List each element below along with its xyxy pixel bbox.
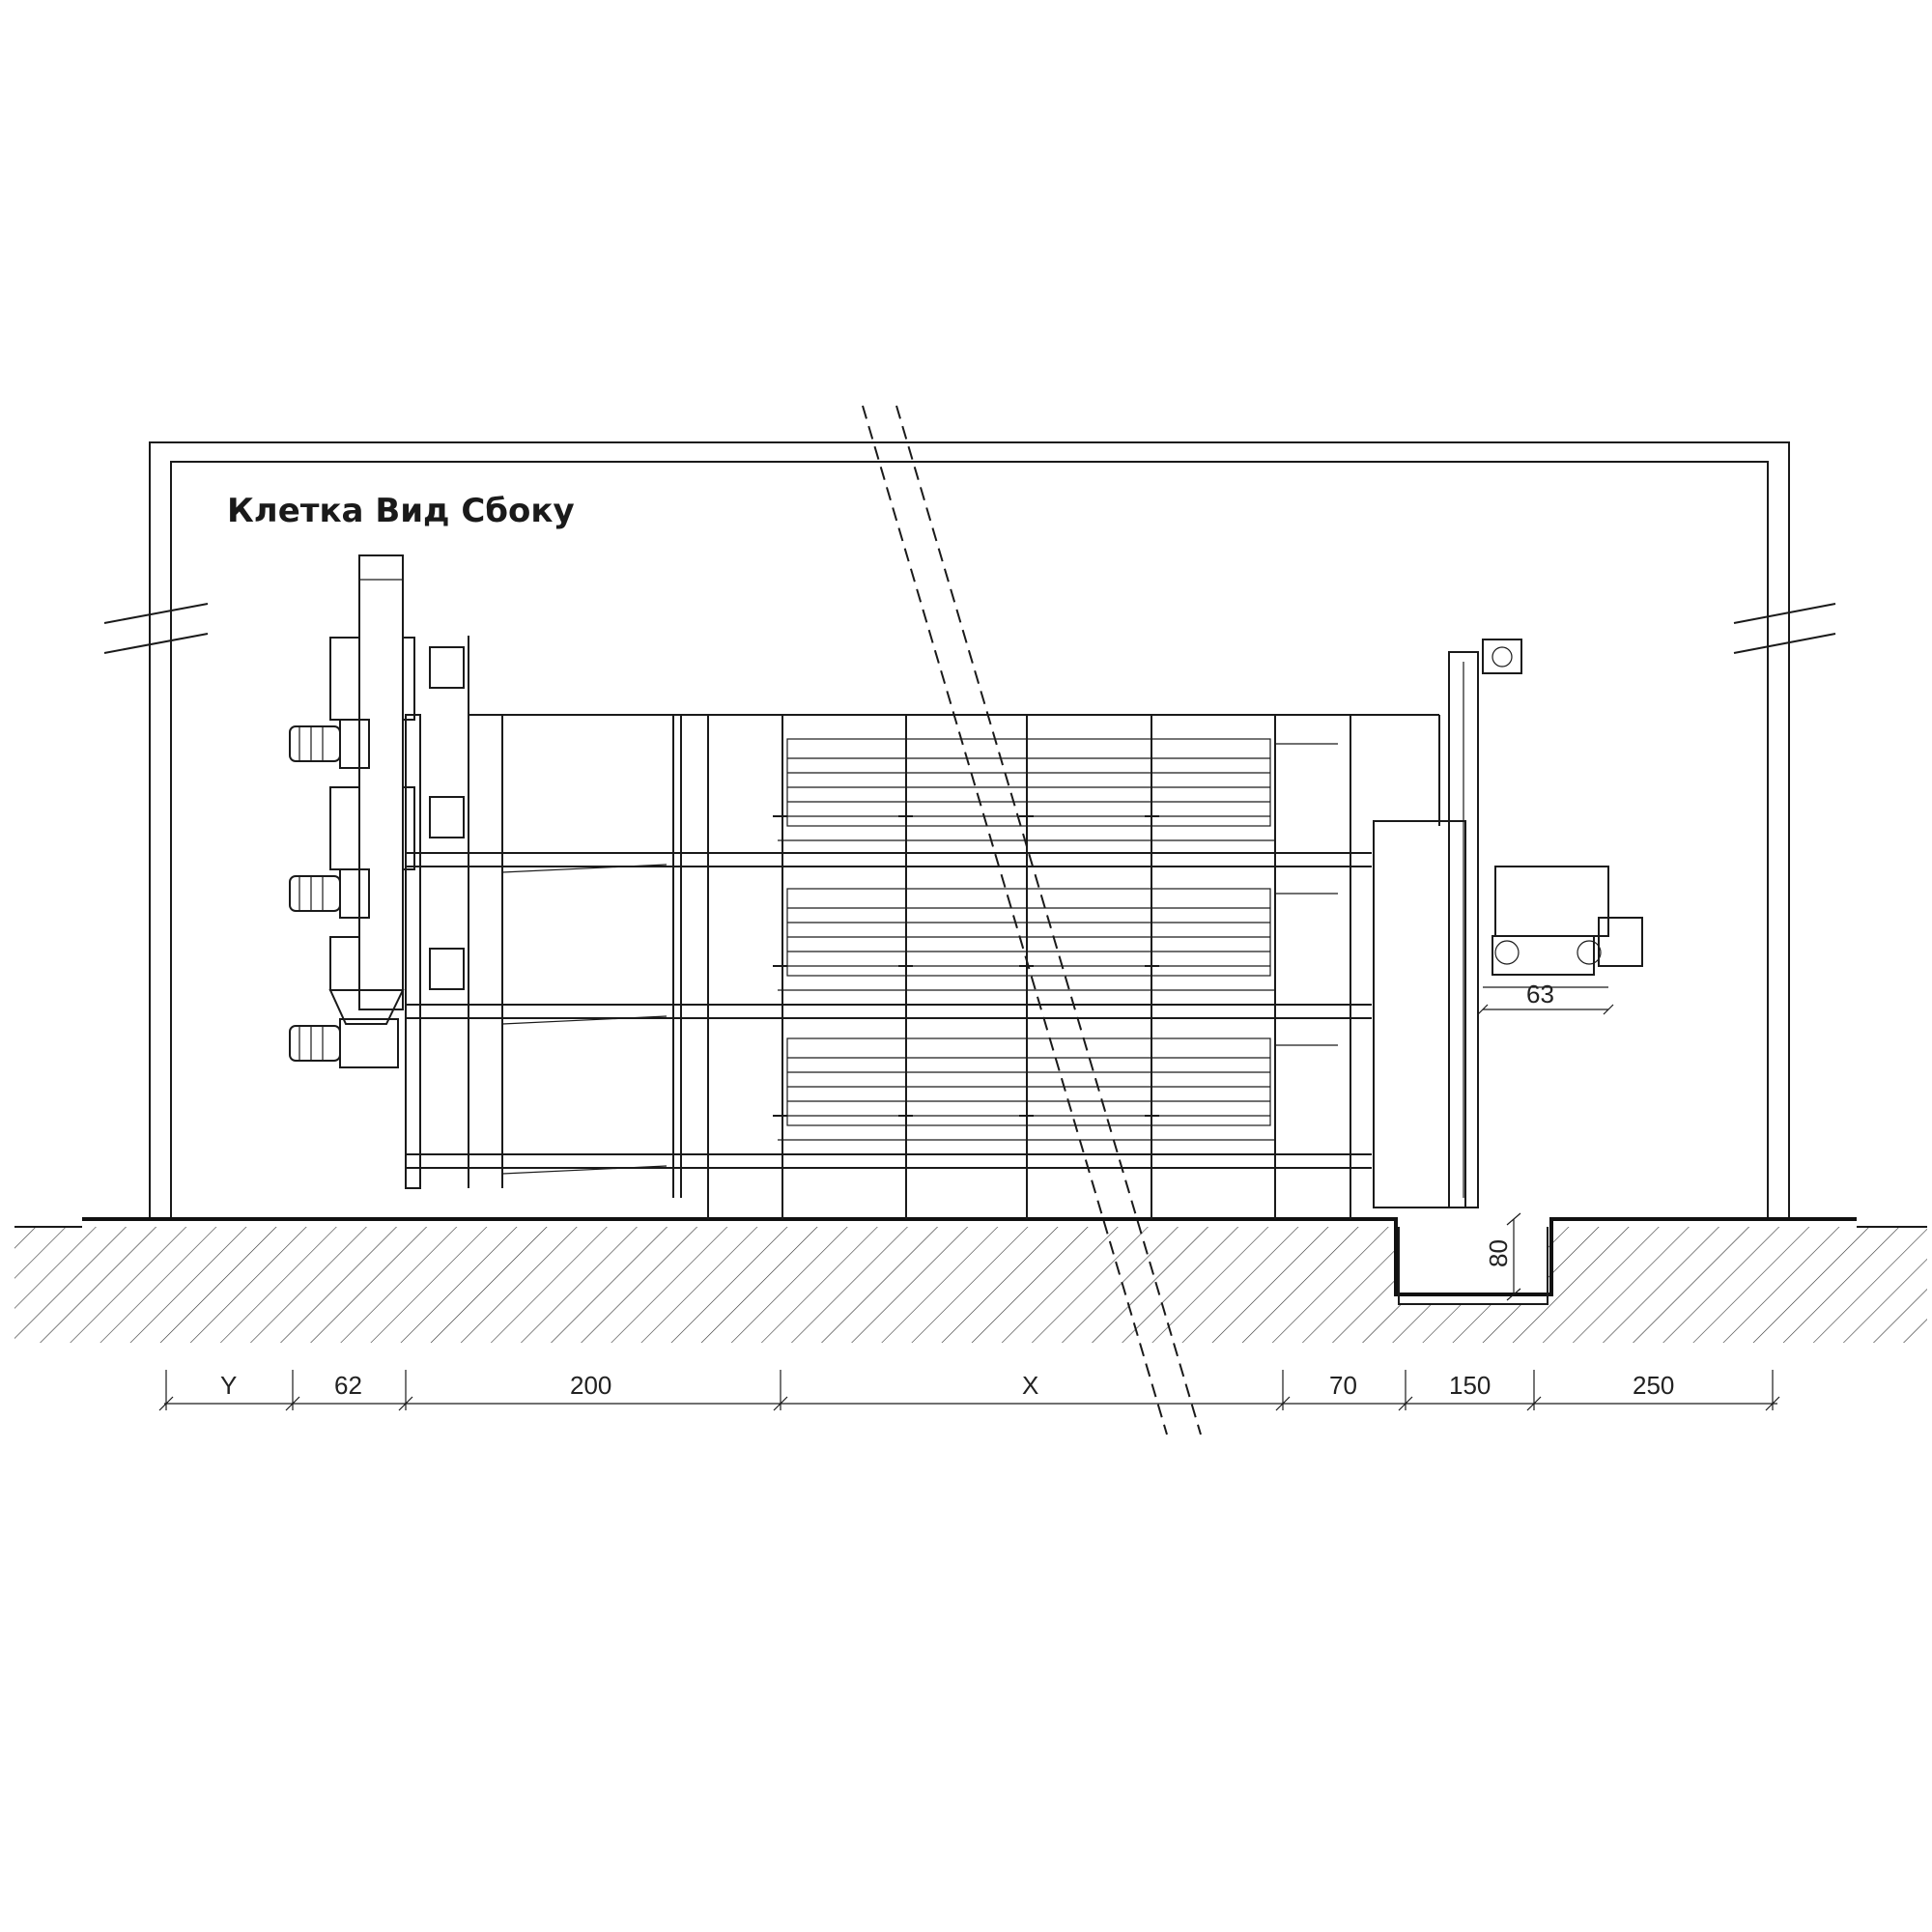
- motor-middle: [289, 868, 370, 919]
- frame-posts: [672, 715, 1440, 1219]
- feed-hopper-tower: [328, 554, 415, 1025]
- cage-tier-3: [786, 1037, 1271, 1126]
- dim-right-offset-label: 63: [1526, 980, 1554, 1009]
- dim-label-y: Y: [220, 1371, 237, 1400]
- dim-label-70: 70: [1329, 1371, 1357, 1400]
- cage-tier-2: [786, 888, 1271, 977]
- dim-label-200: 200: [570, 1371, 611, 1400]
- motor-top: [289, 719, 370, 769]
- cross-conveyor: [1483, 866, 1643, 988]
- drawing-title: Клетка Вид Сбоку: [227, 492, 575, 530]
- break-line: [862, 405, 1202, 1435]
- dim-chain-bottom: Y 62 200 X 70 150 250: [158, 1370, 1780, 1411]
- dim-pit-depth: 80: [1484, 1212, 1521, 1301]
- water-pipes: [1275, 743, 1338, 1046]
- building-outline: [103, 441, 1836, 1219]
- dim-right-offset: 63: [1477, 980, 1614, 1015]
- cage-floors: [773, 815, 1275, 1141]
- left-frame: [405, 636, 503, 1189]
- ground: [14, 1217, 1927, 1343]
- egg-collector-unit: [1373, 639, 1522, 1208]
- dim-label-62: 62: [334, 1371, 362, 1400]
- dim-label-150: 150: [1449, 1371, 1491, 1400]
- cage-tier-1: [786, 738, 1271, 827]
- motor-bottom: [289, 1018, 399, 1068]
- dim-pit-depth-label: 80: [1484, 1239, 1513, 1267]
- dim-label-250: 250: [1633, 1371, 1674, 1400]
- dim-label-x: X: [1022, 1371, 1038, 1400]
- tier-rails: [406, 714, 1439, 1175]
